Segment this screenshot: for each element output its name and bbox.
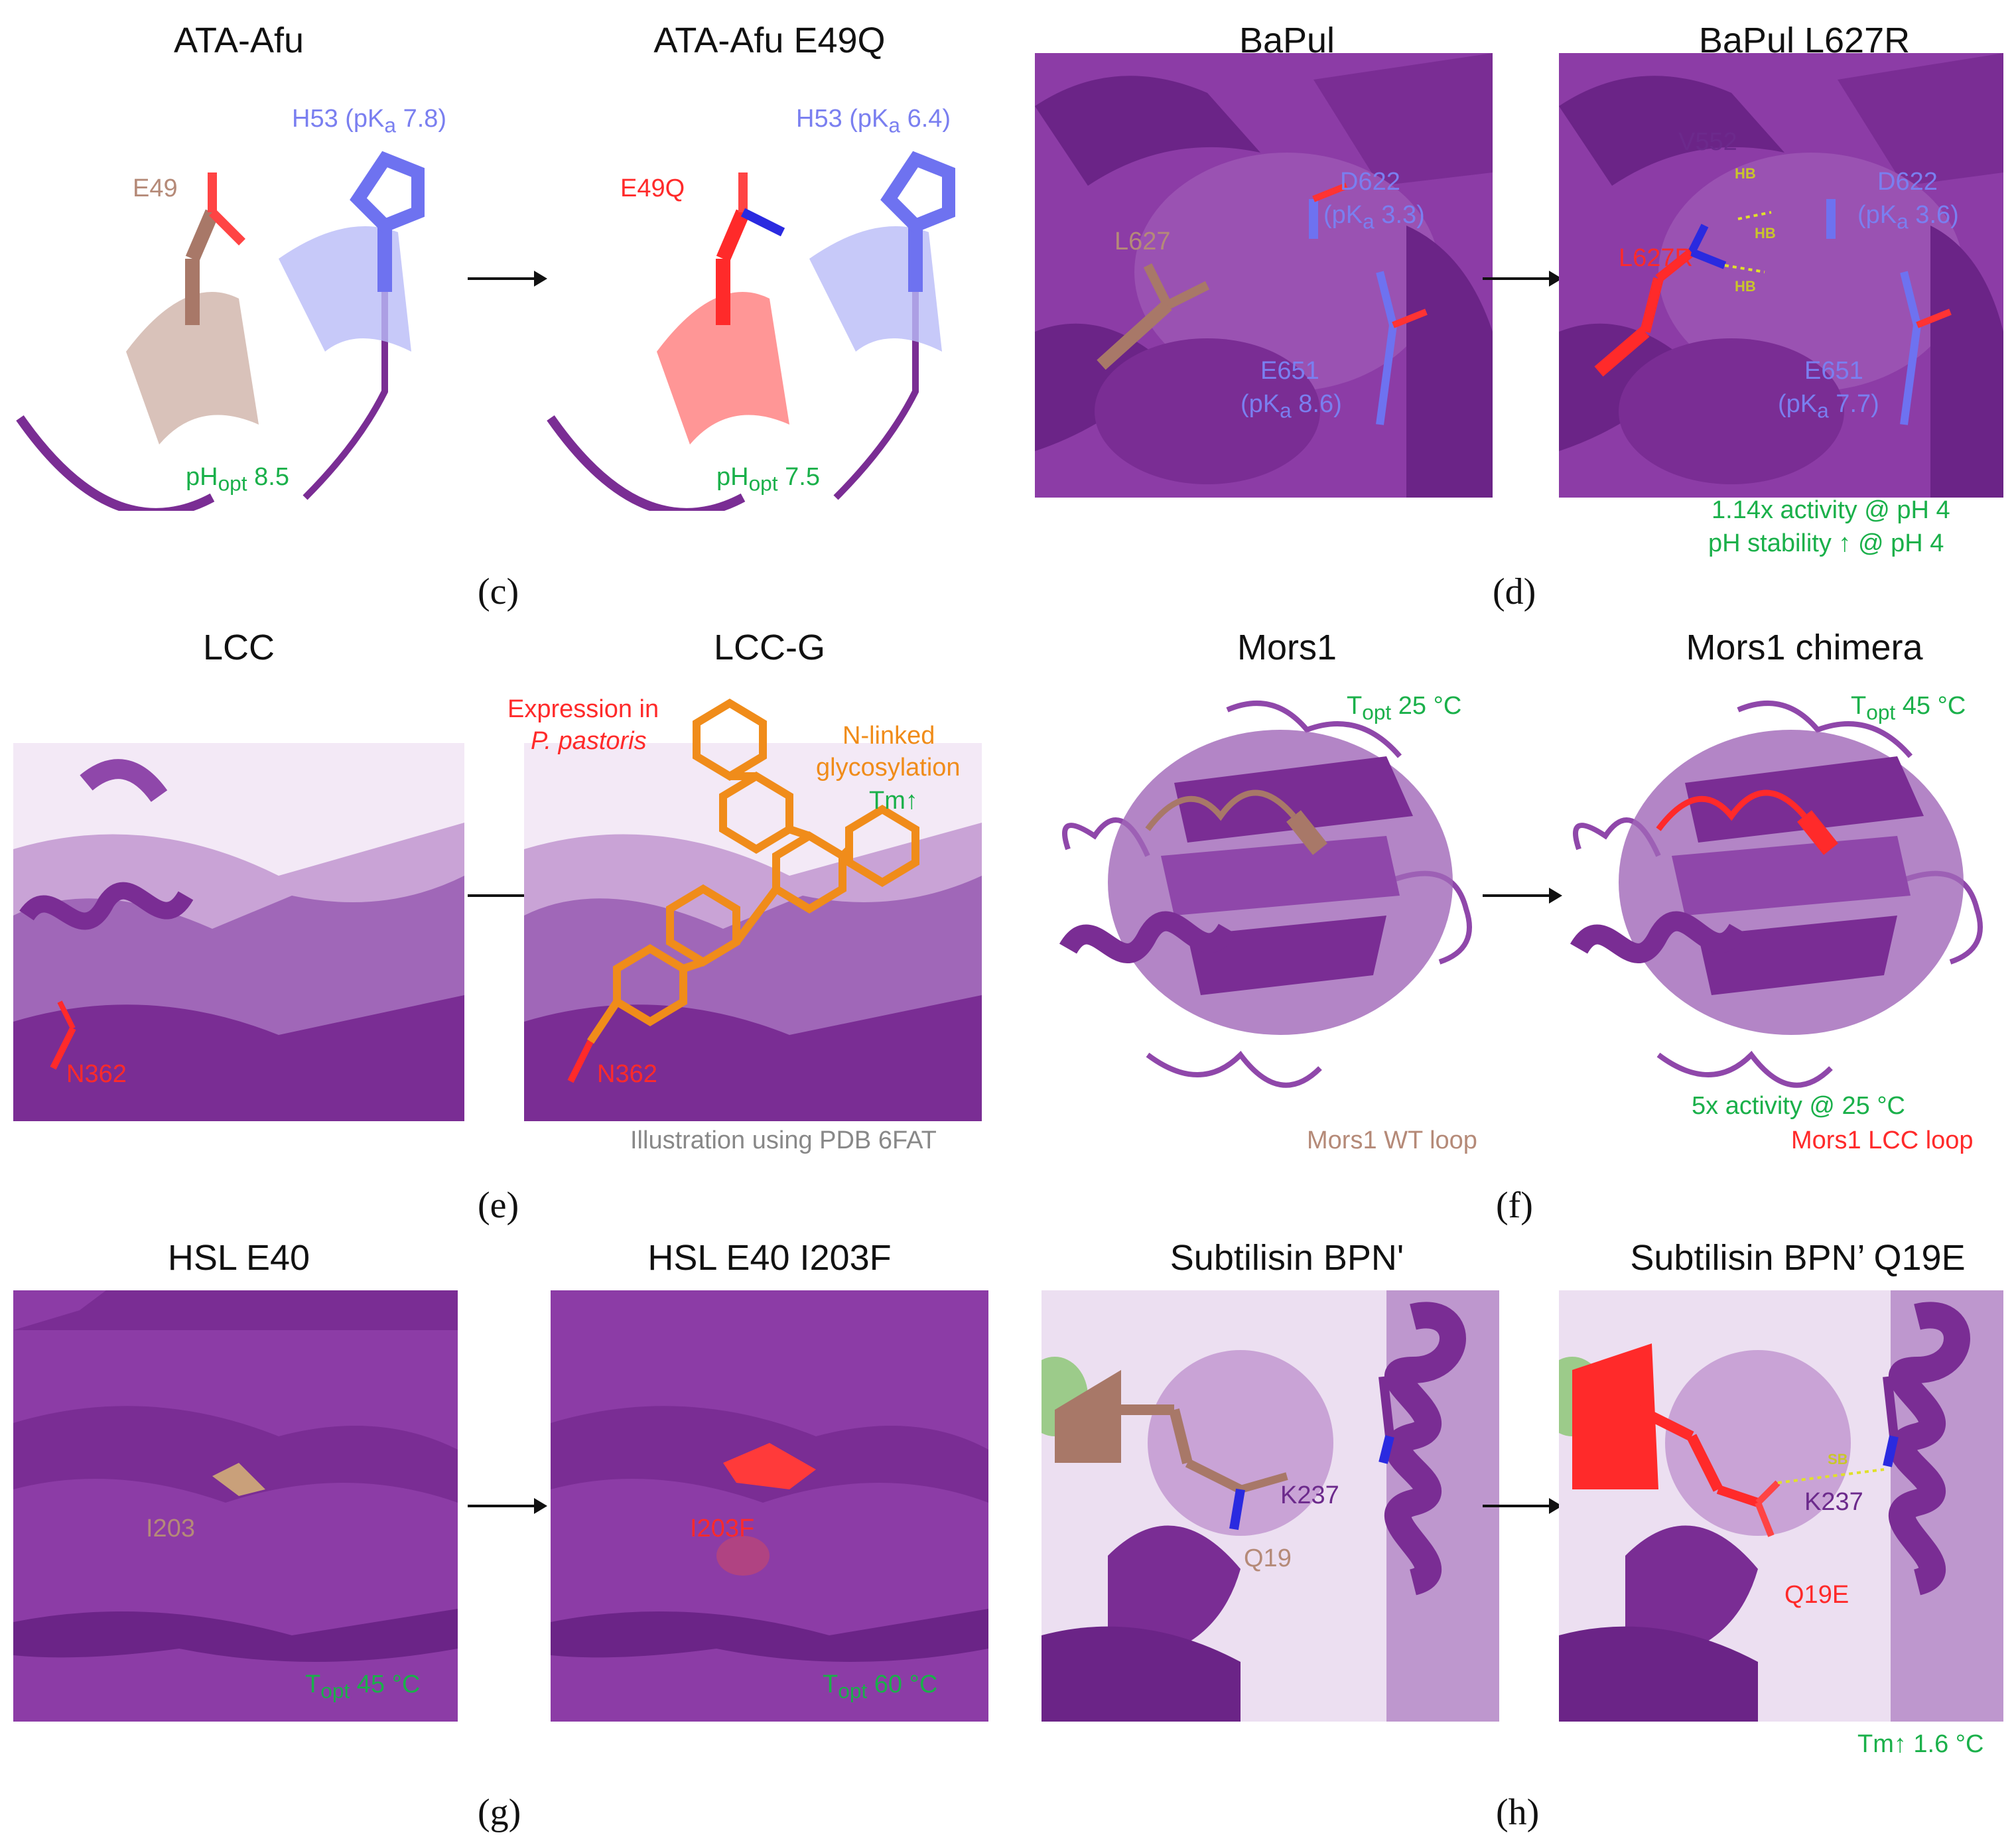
panel-title-hsl-e40: HSL E40 — [167, 1238, 310, 1278]
label-d622-mutant-pka: (pKa 3.6) — [1857, 201, 1959, 234]
panel-letter-g: (g) — [478, 1792, 521, 1833]
label-q19: Q19 — [1244, 1544, 1292, 1572]
panel-title-mors1-chimera: Mors1 chimera — [1686, 628, 1923, 667]
arrow-c — [468, 271, 547, 287]
panel-title-ata-afu-e49q: ATA-Afu E49Q — [653, 21, 886, 60]
label-e651-pka: (pKa 8.6) — [1241, 390, 1342, 423]
label-topt-45-hsl: Topt 45 °C — [305, 1671, 421, 1703]
label-e651-mutant-pka: (pKa 7.7) — [1778, 390, 1879, 423]
panel-title-ata-afu: ATA-Afu — [173, 21, 304, 60]
arrow-f — [1483, 888, 1562, 904]
label-hb-1: HB — [1735, 165, 1756, 182]
label-tm-1-6: Tm↑ 1.6 °C — [1857, 1730, 1984, 1758]
label-hb-3: HB — [1735, 278, 1756, 295]
arrow-d — [1483, 271, 1562, 287]
panel-title-lcc: LCC — [202, 628, 275, 667]
panel-letter-f: (f) — [1496, 1185, 1533, 1226]
label-topt-25: Topt 25 °C — [1347, 692, 1462, 724]
panel-title-subtilisin-q19e: Subtilisin BPN’ Q19E — [1630, 1238, 1966, 1278]
arrow-h — [1483, 1498, 1562, 1514]
label-h53-pka-6-4: H53 (pKa 6.4) — [796, 105, 951, 137]
label-e49: E49 — [133, 174, 178, 202]
label-hb-2: HB — [1755, 225, 1776, 241]
label-5x-activity: 5x activity @ 25 °C — [1692, 1092, 1905, 1120]
label-k237: K237 — [1280, 1481, 1339, 1509]
label-k237-mutant: K237 — [1804, 1488, 1863, 1516]
label-expression-in: Expression in — [507, 695, 659, 723]
subtilisin-structure — [1042, 1290, 1499, 1722]
label-tm-up-lccg: Tm↑ — [869, 787, 918, 815]
panel-letter-e: (e) — [478, 1185, 519, 1226]
mors1-structure — [1042, 683, 1506, 1108]
label-l627: L627 — [1114, 228, 1171, 255]
ata-afu-e49q-structure — [544, 73, 1008, 511]
label-mors1-wt-loop: Mors1 WT loop — [1307, 1126, 1477, 1154]
panel-letter-c: (c) — [478, 571, 519, 612]
label-mors1-lcc-loop: Mors1 LCC loop — [1791, 1126, 1974, 1154]
panel-title-hsl-e40-i203f: HSL E40 I203F — [647, 1238, 892, 1278]
label-i203f: I203F — [690, 1515, 755, 1542]
label-n-linked: N-linked — [842, 722, 935, 750]
panel-title-mors1: Mors1 — [1237, 628, 1337, 667]
label-v552: V552 — [1678, 128, 1737, 156]
panel-letter-h: (h) — [1496, 1792, 1540, 1833]
mors1-chimera-structure — [1552, 683, 2010, 1108]
panel-title-subtilisin: Subtilisin BPN' — [1170, 1238, 1404, 1278]
hsl-e40-i203f-structure — [551, 1290, 988, 1722]
label-topt-45: Topt 45 °C — [1851, 692, 1966, 724]
lcc-structure — [13, 743, 464, 1121]
bapul-l627r-structure — [1559, 53, 2003, 498]
label-l627r: L627R — [1619, 244, 1693, 272]
label-d622-pka: (pKa 3.3) — [1323, 201, 1425, 234]
label-e651: E651 — [1260, 357, 1319, 385]
hsl-e40-structure — [13, 1290, 458, 1722]
ata-afu-structure — [13, 73, 478, 511]
label-n362-lcc: N362 — [66, 1060, 127, 1088]
label-ph-opt-7-5: pHopt 7.5 — [716, 463, 820, 496]
label-e49q: E49Q — [620, 174, 685, 202]
label-p-pastoris: P. pastoris — [531, 727, 647, 755]
label-i203: I203 — [146, 1515, 195, 1542]
caption-pdb-6fat: Illustration using PDB 6FAT — [630, 1126, 937, 1154]
label-n362-lccg: N362 — [597, 1060, 657, 1088]
label-d622-mutant: D622 — [1877, 168, 1938, 196]
label-glycosylation: glycosylation — [816, 754, 961, 782]
subtilisin-q19e-structure — [1559, 1290, 2003, 1722]
label-ph-opt-8-5: pHopt 8.5 — [186, 463, 289, 496]
arrow-g — [468, 1498, 547, 1514]
label-topt-60-hsl: Topt 60 °C — [823, 1671, 938, 1703]
note-activity-ph4: 1.14x activity @ pH 4 — [1712, 496, 1950, 524]
label-e651-mutant: E651 — [1804, 357, 1863, 385]
note-stability-ph4: pH stability ↑ @ pH 4 — [1708, 529, 1944, 557]
bapul-structure — [1035, 53, 1493, 498]
label-q19e: Q19E — [1784, 1581, 1849, 1609]
lcc-g-structure — [524, 683, 982, 1121]
label-d622: D622 — [1340, 168, 1400, 196]
label-h53-pka-7-8: H53 (pKa 7.8) — [292, 105, 447, 137]
panel-letter-d: (d) — [1493, 571, 1536, 612]
panel-title-lcc-g: LCC-G — [713, 628, 825, 667]
label-sb: SB — [1828, 1451, 1848, 1467]
